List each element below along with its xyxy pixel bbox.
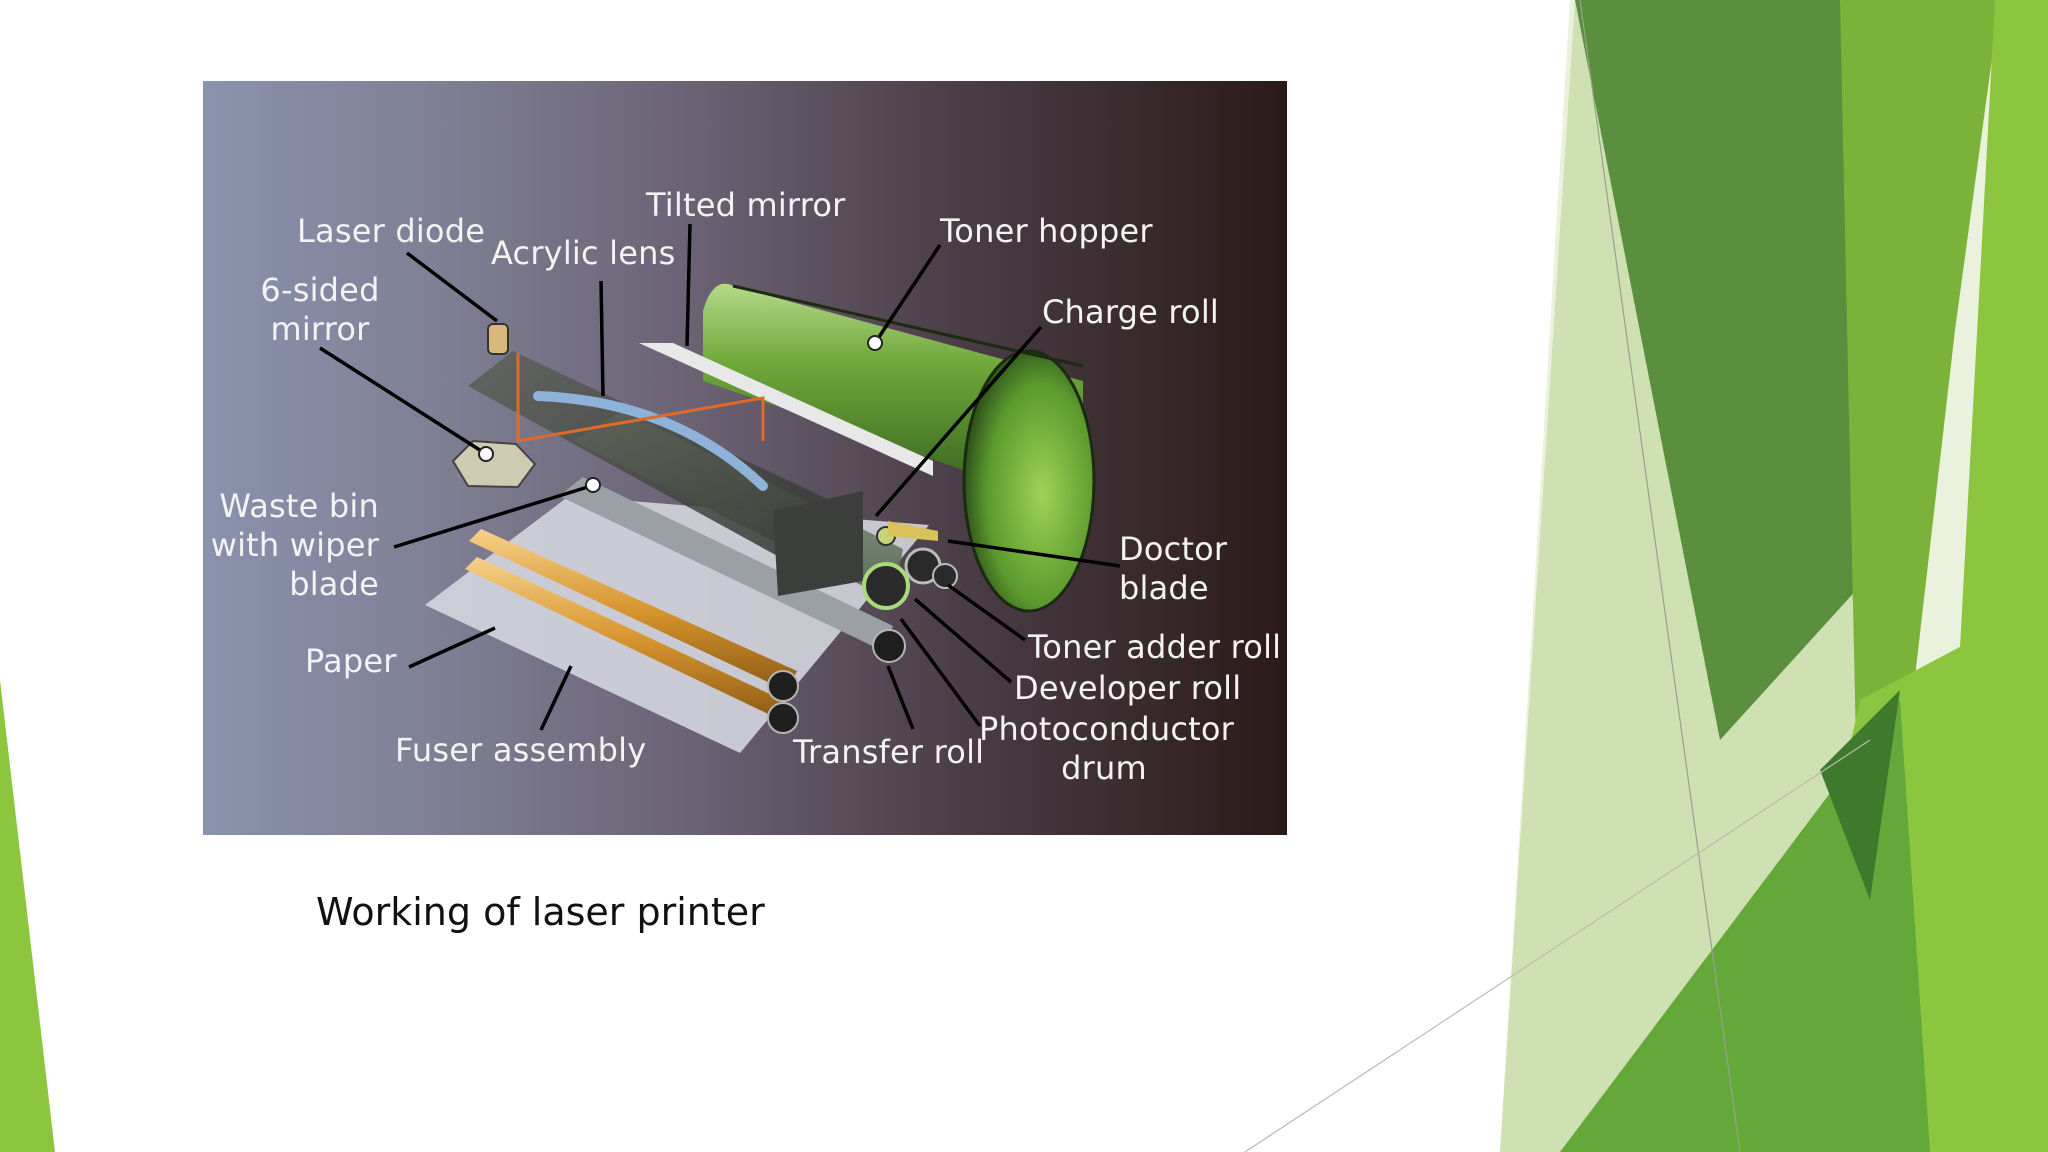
label-waste-bin: Waste bin with wiper blade (210, 487, 379, 603)
toner-hopper-marker (867, 335, 883, 351)
developer-roll-end (862, 562, 910, 610)
label-photoconductor-drum: Photoconductor drum (979, 710, 1235, 787)
label-toner-adder-roll: Toner adder roll (1028, 628, 1282, 666)
fuser-roller-top (469, 529, 797, 691)
label-transfer-roll: Transfer roll (793, 733, 985, 771)
left-green-accent (0, 680, 55, 1152)
leader-lines (319, 223, 1121, 731)
waste-bin-marker (585, 477, 601, 493)
transfer-roll-end (872, 629, 906, 663)
fuser-roller-bottom (465, 557, 791, 721)
transfer-roll (559, 477, 893, 651)
laser-printer-diagram: Laser diode 6-sided mirror Acrylic lens … (203, 81, 1287, 835)
laser-diode (487, 323, 509, 355)
mirror-marker (478, 446, 494, 462)
label-toner-hopper: Toner hopper (940, 212, 1153, 250)
label-doctor-blade: Doctor blade (1119, 530, 1228, 607)
label-six-sided-mirror: 6-sided mirror (260, 271, 380, 348)
label-laser-diode: Laser diode (297, 212, 486, 250)
right-bright-facet (1955, 0, 2048, 740)
bottom-dark-sliver (1820, 690, 1900, 900)
printer-illustration (319, 223, 1121, 753)
label-fuser-assembly: Fuser assembly (395, 731, 647, 769)
label-paper: Paper (305, 642, 397, 680)
acrylic-lens (533, 391, 768, 491)
laser-housing (468, 351, 853, 581)
laser-beam (516, 353, 765, 443)
figure-caption: Working of laser printer (316, 890, 765, 934)
label-developer-roll: Developer roll (1014, 669, 1242, 707)
thin-line-2 (1244, 739, 1871, 1152)
toner-hopper-end (962, 349, 1096, 613)
doctor-blade (888, 521, 938, 541)
fuser-end-top (767, 670, 799, 702)
label-charge-roll: Charge roll (1042, 293, 1220, 331)
housing-side (773, 491, 863, 596)
thin-line-1 (1579, 0, 1741, 1152)
right-dark-facet (1575, 0, 1920, 740)
six-sided-mirror (451, 439, 537, 489)
small-roll-end (932, 563, 958, 589)
tilted-mirror (639, 343, 933, 476)
label-tilted-mirror: Tilted mirror (646, 186, 846, 224)
fuser-end-bottom (767, 702, 799, 734)
label-acrylic-lens: Acrylic lens (491, 234, 676, 272)
